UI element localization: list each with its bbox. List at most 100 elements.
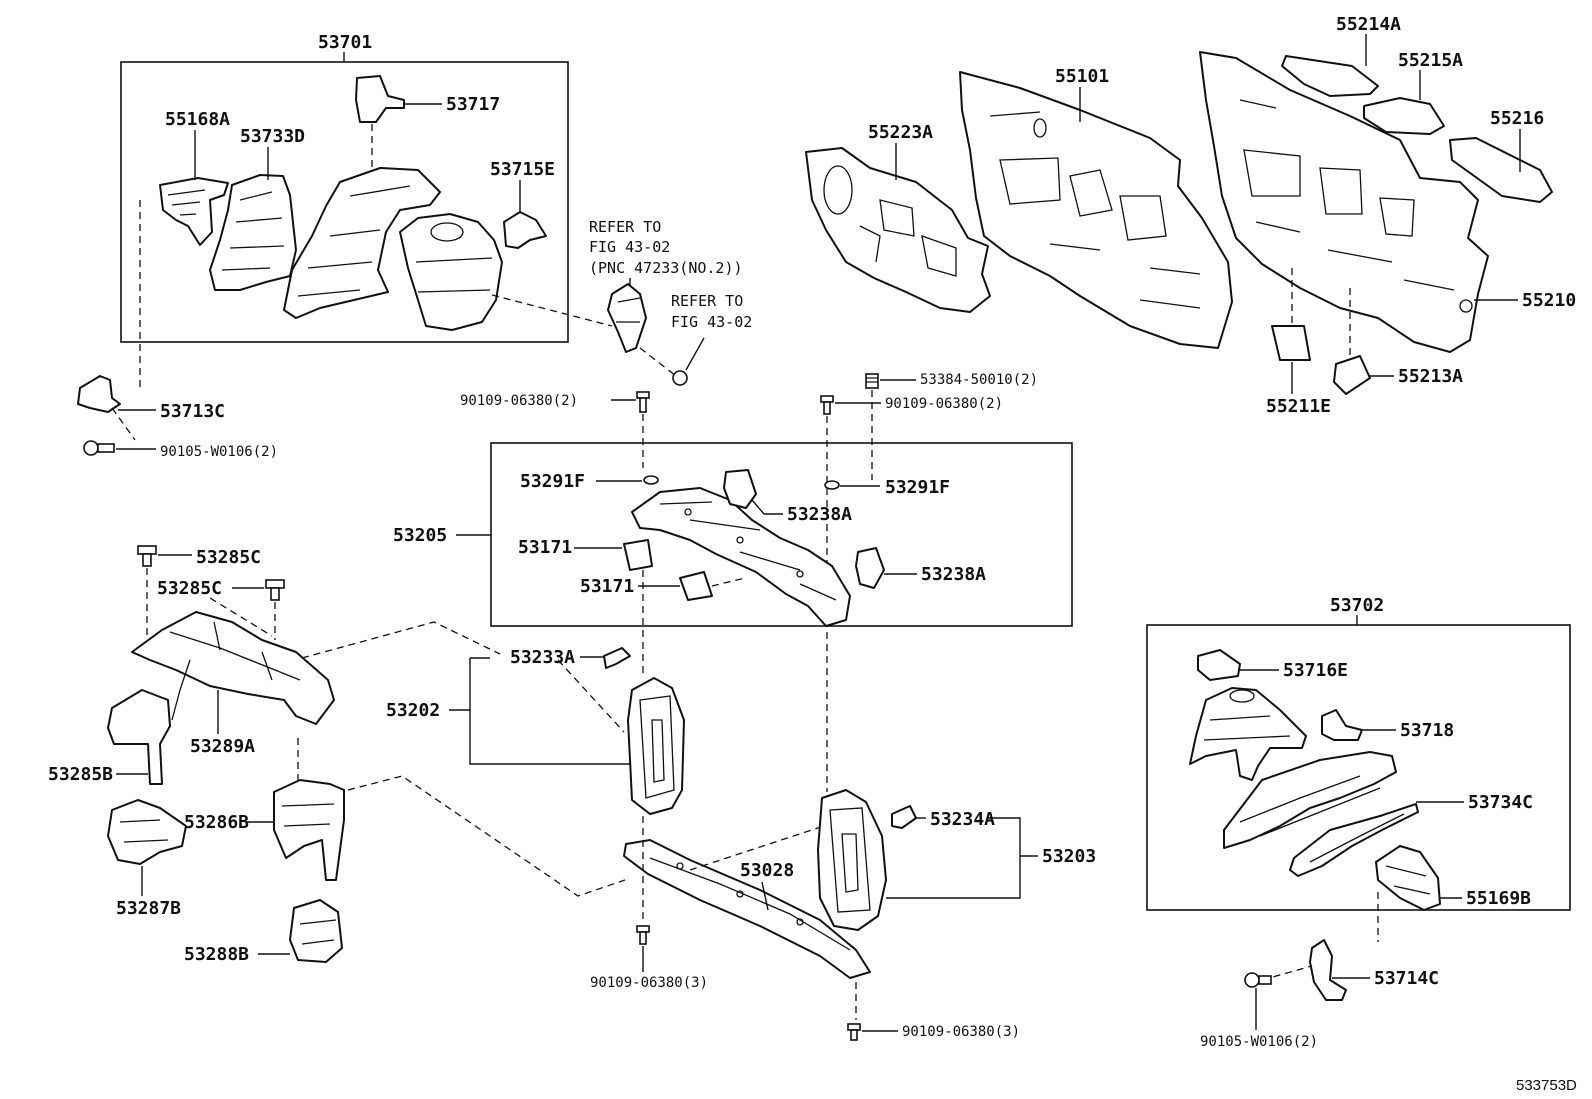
dash-53285C-bottom-2 — [209, 597, 273, 637]
clip-53291F-right-icon — [824, 480, 840, 490]
label-53285C-top[interactable]: 53285C — [196, 547, 261, 568]
leader-refer2 — [685, 337, 705, 371]
bolt-90105-right-icon — [1244, 972, 1272, 988]
label-90109-d[interactable]: 90109-06380(3) — [902, 1024, 1020, 1040]
part-55214A-shape — [1281, 55, 1379, 97]
part-53203-shape — [817, 789, 887, 931]
label-90109-a[interactable]: 90109-06380(2) — [460, 393, 578, 409]
label-53286B[interactable]: 53286B — [184, 812, 249, 833]
label-53291F-right[interactable]: 53291F — [885, 477, 950, 498]
label-55168A[interactable]: 55168A — [165, 109, 230, 130]
refer-note-1-line2[interactable]: FIG 43-02 — [589, 238, 670, 256]
label-53234A[interactable]: 53234A — [930, 809, 995, 830]
bracket-53202 — [469, 658, 630, 765]
refer-note-2-line1[interactable]: REFER TO — [671, 292, 743, 310]
label-55210[interactable]: 55210 — [1522, 290, 1576, 311]
part-53238A-top-shape — [723, 469, 757, 509]
part-55101-shape — [959, 71, 1233, 349]
refer-note-1-line3[interactable]: (PNC 47233(NO.2)) — [589, 259, 743, 277]
clip-53285C-bottom-icon — [265, 579, 285, 601]
clip-53285C-top-icon — [137, 545, 157, 567]
bolt-90109-c-icon — [636, 925, 650, 945]
group-label-53702[interactable]: 53702 — [1330, 595, 1384, 616]
label-53717[interactable]: 53717 — [446, 94, 500, 115]
part-53714C-shape — [1309, 939, 1347, 1001]
refer-note-2-line2[interactable]: FIG 43-02 — [671, 313, 752, 331]
label-53233A[interactable]: 53233A — [510, 647, 575, 668]
dash-ref2 — [639, 347, 677, 377]
part-53716E-shape — [1197, 649, 1241, 681]
clip-53384-icon — [865, 373, 879, 389]
label-55213A[interactable]: 55213A — [1398, 366, 1463, 387]
label-53713C[interactable]: 53713C — [160, 401, 225, 422]
bolt-90109-a-icon — [636, 391, 650, 413]
part-53285B-shape — [107, 689, 171, 785]
label-90109-c[interactable]: 90109-06380(3) — [590, 975, 708, 991]
label-55101[interactable]: 55101 — [1055, 66, 1109, 87]
part-apron-member-shape — [283, 167, 441, 319]
label-90105-left[interactable]: 90105-W0106(2) — [160, 444, 278, 460]
part-53234A-shape — [891, 805, 917, 829]
group-label-53205[interactable]: 53205 — [393, 525, 447, 546]
label-53238A-top[interactable]: 53238A — [787, 504, 852, 525]
dash-ref-link — [491, 294, 613, 327]
part-55211E-shape — [1271, 325, 1311, 361]
label-55223A[interactable]: 55223A — [868, 122, 933, 143]
label-53715E[interactable]: 53715E — [490, 159, 555, 180]
group-box-53702 — [1146, 624, 1571, 911]
group-label-53701[interactable]: 53701 — [318, 32, 372, 53]
label-53285C-bottom[interactable]: 53285C — [157, 578, 222, 599]
label-53716E[interactable]: 53716E — [1283, 660, 1348, 681]
label-53171-bottom[interactable]: 53171 — [580, 576, 634, 597]
label-55216[interactable]: 55216 — [1490, 108, 1544, 129]
label-53288B[interactable]: 53288B — [184, 944, 249, 965]
label-53289A[interactable]: 53289A — [190, 736, 255, 757]
label-55211E[interactable]: 55211E — [1266, 396, 1331, 417]
label-53171-top[interactable]: 53171 — [518, 537, 572, 558]
label-53384[interactable]: 53384-50010(2) — [920, 372, 1038, 388]
label-90109-b[interactable]: 90109-06380(2) — [885, 396, 1003, 412]
part-53171-top-shape — [623, 539, 653, 571]
label-53285B[interactable]: 53285B — [48, 764, 113, 785]
label-90105-right[interactable]: 90105-W0106(2) — [1200, 1034, 1318, 1050]
dash-90105-left — [111, 407, 136, 441]
label-53202[interactable]: 53202 — [386, 700, 440, 721]
label-53287B[interactable]: 53287B — [116, 898, 181, 919]
dash-53028 — [689, 823, 831, 871]
label-53718[interactable]: 53718 — [1400, 720, 1454, 741]
bolt-90105-left-icon — [83, 440, 115, 456]
part-latch-bracket-shape — [607, 283, 647, 353]
part-apron-right-shape — [1223, 751, 1397, 849]
bolt-ref2-icon — [672, 370, 688, 386]
part-53233A-shape — [603, 647, 631, 669]
bolt-90109-b-icon — [820, 395, 834, 415]
label-53714C[interactable]: 53714C — [1374, 968, 1439, 989]
label-53028[interactable]: 53028 — [740, 860, 794, 881]
part-55215A-shape — [1363, 97, 1445, 135]
refer-note-1-line1[interactable]: REFER TO — [589, 218, 661, 236]
part-55213A-shape — [1333, 355, 1371, 395]
part-53733D-shape — [209, 174, 297, 291]
part-53288B-shape — [289, 899, 343, 963]
part-53715E-shape — [503, 211, 547, 249]
part-55169B-shape — [1375, 845, 1441, 911]
label-55169B[interactable]: 55169B — [1466, 888, 1531, 909]
label-55215A[interactable]: 55215A — [1398, 50, 1463, 71]
label-55214A[interactable]: 55214A — [1336, 14, 1401, 35]
label-53238A-bottom[interactable]: 53238A — [921, 564, 986, 585]
part-strut-tower-right-shape — [1189, 687, 1307, 781]
part-53718-shape — [1321, 709, 1363, 741]
bolt-90109-d-icon — [847, 1023, 861, 1041]
dash-left-lower — [347, 775, 626, 897]
label-53203[interactable]: 53203 — [1042, 846, 1096, 867]
leader-53238A-top — [751, 499, 765, 515]
part-53717-shape — [355, 75, 405, 123]
bracket-53203 — [886, 817, 1021, 899]
part-55210-shape — [1199, 51, 1489, 353]
part-53202-shape — [627, 677, 685, 815]
label-53733D[interactable]: 53733D — [240, 126, 305, 147]
part-55223A-shape — [805, 147, 991, 313]
label-53291F-left[interactable]: 53291F — [520, 471, 585, 492]
label-53734C[interactable]: 53734C — [1468, 792, 1533, 813]
